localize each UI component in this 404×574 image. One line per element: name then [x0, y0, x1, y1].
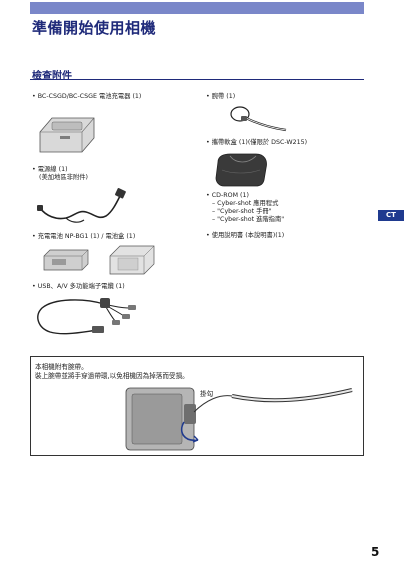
item-charger: • BC-CSGD/BC-CSGE 電池充電器 (1)	[32, 93, 142, 100]
carrying-pouch-illustration	[215, 153, 267, 187]
power-cord-illustration	[37, 188, 126, 223]
note-box	[30, 356, 364, 456]
cdrom-sub-advanced-guide: – "Cyber-shot 進階指南"	[212, 216, 285, 223]
item-wrist-strap: • 腕帶 (1)	[206, 93, 236, 100]
page-title: 準備開始使用相機	[32, 19, 157, 37]
cdrom-sub-software: – Cyber-shot 應用程式	[212, 200, 279, 207]
item-power-cord-note: (美加地區非附件)	[39, 174, 88, 181]
page-number: 5	[371, 545, 380, 559]
item-battery: • 充電電池 NP-BG1 (1) / 電池盒 (1)	[32, 233, 136, 240]
wrist-strap-illustration	[230, 106, 287, 132]
note-line-2: 裝上腕帶並將手穿過帶環,以免相機因為掉落而受損。	[35, 372, 189, 380]
camera-strap-illustration	[125, 387, 353, 451]
cdrom-sub-handbook: – "Cyber-shot 手冊"	[212, 208, 272, 215]
charger-illustration	[39, 117, 95, 153]
language-tab: CT	[378, 210, 404, 221]
battery-illustration	[43, 249, 89, 271]
header-color-bar	[30, 2, 364, 14]
section-title: 檢查附件	[32, 71, 72, 82]
item-power-cord: • 電源線 (1)	[32, 166, 68, 173]
note-line-1: 本相機附有腕帶。	[35, 363, 88, 371]
section-divider	[30, 79, 364, 80]
item-carrying-pouch: • 攜帶軟盒 (1)(僅限於 DSC-W215)	[206, 139, 308, 146]
item-cdrom: • CD-ROM (1)	[206, 192, 249, 199]
item-instruction-manual: • 使用說明書 (本說明書)(1)	[206, 232, 285, 239]
item-usb-av-cable: • USB、A/V 多功能端子電纜 (1)	[32, 283, 125, 290]
usb-av-cable-illustration	[37, 298, 136, 335]
hook-label: 掛勾	[200, 390, 214, 398]
battery-case-illustration	[109, 245, 155, 275]
